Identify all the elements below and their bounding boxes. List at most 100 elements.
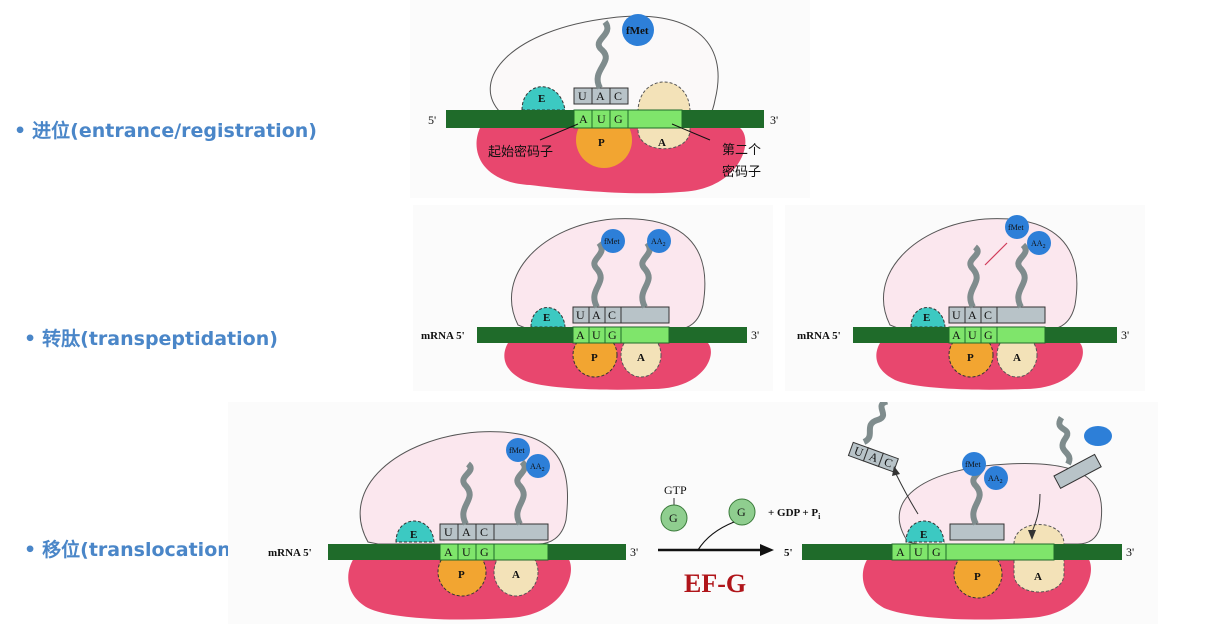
entry-arrowhead [1028,530,1036,540]
fmet-label: fMet [1008,223,1024,232]
mrna-five-label: mRNA 5' [268,547,312,559]
mrna-codon-letter: U [597,112,606,126]
bullet-entrance-text: 进位(entrance/registration) [32,120,317,142]
ef-g-gdp-bubble [728,498,756,526]
fmet-bubble [506,438,530,462]
mrna-codon-letter: U [968,328,977,342]
three-prime-label: 3' [630,545,638,559]
exit-arrowhead [892,466,900,476]
bullet-translocation-text: 移位(translocation) [42,539,240,561]
anticodon-letter: A [462,525,471,539]
aa2-bubble [526,454,550,478]
anticodon-box [996,306,1046,324]
exit-arrow [895,473,919,515]
fmet-bubble [601,229,625,253]
bullet-translocation: •移位(translocation) [24,535,239,562]
bullet-dot: • [14,120,27,142]
site-e [521,86,566,111]
peptide-transfer-arrow [984,242,1008,266]
site-e-label: E [538,93,545,105]
site-p-label: P [458,569,465,581]
mrna-codon-letter: A [952,328,961,342]
site-a-label: A [1013,352,1021,364]
mrna-codon-letter: A [444,545,453,559]
three-prime-label: 3' [1121,328,1129,342]
ef-g-gtp-bubble [660,504,688,532]
transpeptidation-diagram-left: A U G U A C fMet AA2 mRNA 5' 3' E P A [413,205,773,391]
fmet-bubble [962,452,986,476]
three-prime-label: 3' [1126,545,1134,559]
trna-body [460,461,474,526]
anticodon-letter: A [968,308,977,322]
bullet-transpeptidation-text: 转肽(transpeptidation) [42,328,278,350]
mrna-codon-letter: A [576,328,585,342]
mrna-codon-letter: G [984,328,993,342]
site-e [530,307,566,328]
bullet-dot: • [24,539,37,561]
site-e [910,307,946,328]
gtp-label: GTP [664,483,687,497]
anticodon-box [493,523,549,541]
anticodon-letter: U [578,89,587,103]
codon-box [945,543,1055,561]
codon-box [493,543,549,561]
codon-box [627,109,683,129]
fmet-bubble [1005,215,1029,239]
bullet-entrance: •进位(entrance/registration) [14,116,317,143]
transpeptidation-right-svg: A U G U A C fMet AA2 mRNA 5' 3' E P A [797,215,1129,390]
anticodon-box [949,523,1005,541]
fmet-label: fMet [509,446,525,455]
translocation-svg: A U G U A C fMet AA2 mRNA 5' 3' E P A GT… [268,402,1134,620]
entrance-diagram: A U G U A C fMet 5' 3' E P A 起始密码子 第二个 密… [410,0,810,198]
site-p-label: P [967,352,974,364]
anticodon-letter: C [608,308,616,322]
ef-g-label: EF-G [684,569,746,598]
aa2-bubble [1027,231,1051,255]
anticodon-letter: U [444,525,453,539]
aa2-label: AA2 [651,237,666,248]
second-codon-label-line1: 第二个 [722,143,761,158]
mrna-codon-letter: U [592,328,601,342]
aa2-bubble [984,466,1008,490]
site-a [996,332,1038,378]
start-codon-pointer [539,123,579,141]
site-p-label: P [591,352,598,364]
reaction-curve [697,521,735,551]
trna-body [639,241,653,309]
gdp-pi-label: + GDP + Pi [768,507,821,521]
mrna-codon-letter: U [462,545,471,559]
mrna-codon-letter: G [614,112,623,126]
anticodon-box [620,306,670,324]
aa2-label: AA2 [1031,239,1046,250]
anticodon-letter: U [952,308,961,322]
site-e-label: E [543,312,550,324]
mrna-codon-letter: A [896,545,905,559]
transpeptidation-diagram-right: A U G U A C fMet AA2 mRNA 5' 3' E P A [785,205,1145,391]
bullet-transpeptidation: •转肽(transpeptidation) [24,324,278,351]
reaction-arrowhead [760,544,774,556]
trna-body [967,244,981,309]
site-p [572,332,618,378]
trna-body [594,20,611,90]
anticodon-letter: A [592,308,601,322]
fmet-label: fMet [626,25,649,37]
fmet-label: fMet [604,237,620,246]
site-p-label: P [974,571,981,583]
site-p [948,332,994,378]
anticodon-letter: C [614,89,622,103]
anticodon-letter: C [984,308,992,322]
mrna-codon-letter: U [914,545,923,559]
ef-g-g-label: G [669,511,678,525]
fmet-bubble [622,14,654,46]
second-codon-label-line2: 密码子 [722,164,761,180]
second-codon-pointer [671,123,711,141]
site-e [395,520,435,543]
three-prime-label: 3' [751,328,759,342]
bullet-dot: • [24,328,37,350]
mrna-codon-letter: G [932,545,941,559]
site-a-label: A [1034,571,1042,583]
codon-box [996,326,1046,344]
translocation-diagram: A U G U A C fMet AA2 mRNA 5' 3' E P A GT… [228,402,1158,624]
exiting-trna: U A C [847,402,899,473]
site-a-label: A [637,352,645,364]
